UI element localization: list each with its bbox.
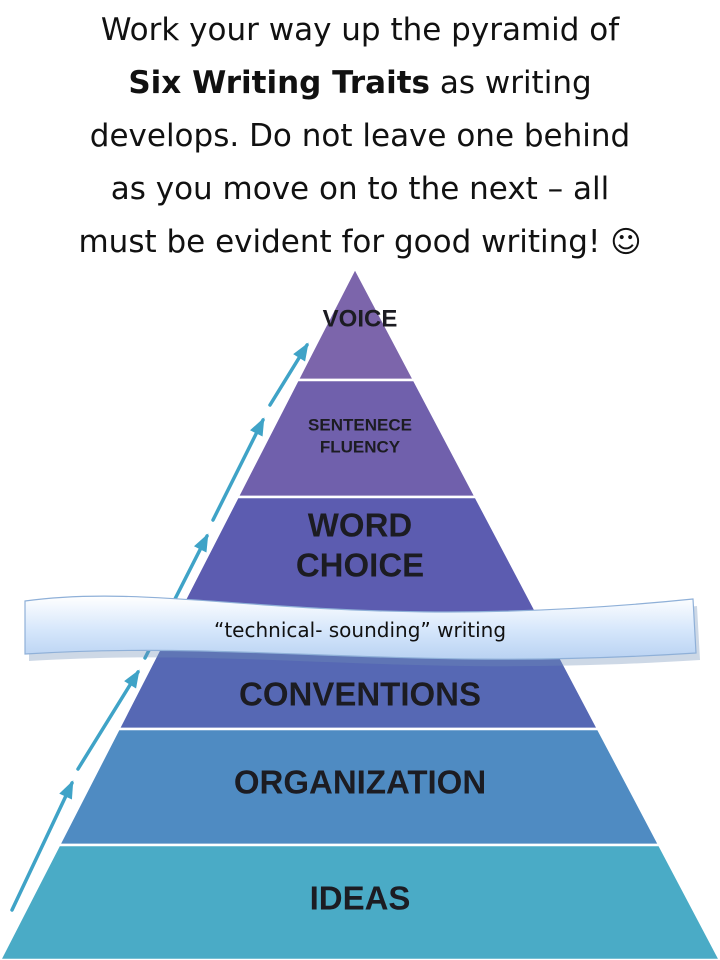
technical-writing-banner: “technical- sounding” writing: [24, 595, 700, 667]
smiley-icon: ☺: [610, 225, 642, 260]
layer-label-organization: ORGANIZATION: [234, 764, 486, 801]
pyramid-layer-ideas: [0, 843, 720, 960]
intro-line-1: Work your way up the pyramid of: [100, 12, 620, 48]
layer-label-sentence-fluency-line-2: FLUENCY: [320, 437, 401, 456]
intro-line-3: develops. Do not leave one behind: [89, 118, 631, 154]
intro-line-2-rest: as writing: [429, 65, 592, 101]
layer-label-ideas: IDEAS: [310, 880, 411, 917]
layer-label-word-choice-line-1: WORD: [308, 507, 412, 544]
intro-line-4: as you move on to the next – all: [110, 171, 610, 207]
banner-label: “technical- sounding” writing: [214, 618, 506, 642]
layer-label-conventions: CONVENTIONS: [239, 676, 481, 713]
progress-arrow-head-3: [193, 533, 209, 553]
progress-arrow-shaft-2: [76, 670, 140, 771]
progress-arrow-head-2: [124, 669, 140, 689]
layer-label-voice: VOICE: [323, 305, 398, 332]
progress-arrow-head-1: [59, 780, 74, 800]
intro-line-5: must be evident for good writing! ☺: [20, 216, 700, 269]
intro-emphasis: Six Writing Traits: [128, 65, 430, 101]
layer-label-word-choice-line-2: CHOICE: [296, 547, 424, 584]
intro-text: Work your way up the pyramid of Six Writ…: [20, 4, 700, 269]
intro-line-2: Six Writing Traits as writing: [20, 57, 700, 110]
progress-arrow-shaft-1: [10, 781, 74, 912]
layer-label-sentence-fluency-line-1: SENTENECE: [308, 415, 412, 434]
progress-arrow-shaft-4: [211, 418, 265, 522]
banner-ribbon: [24, 595, 697, 660]
intro-line-5-text: must be evident for good writing!: [78, 224, 601, 260]
progress-arrow-head-4: [250, 417, 265, 437]
progress-arrow-head-5: [293, 342, 309, 362]
